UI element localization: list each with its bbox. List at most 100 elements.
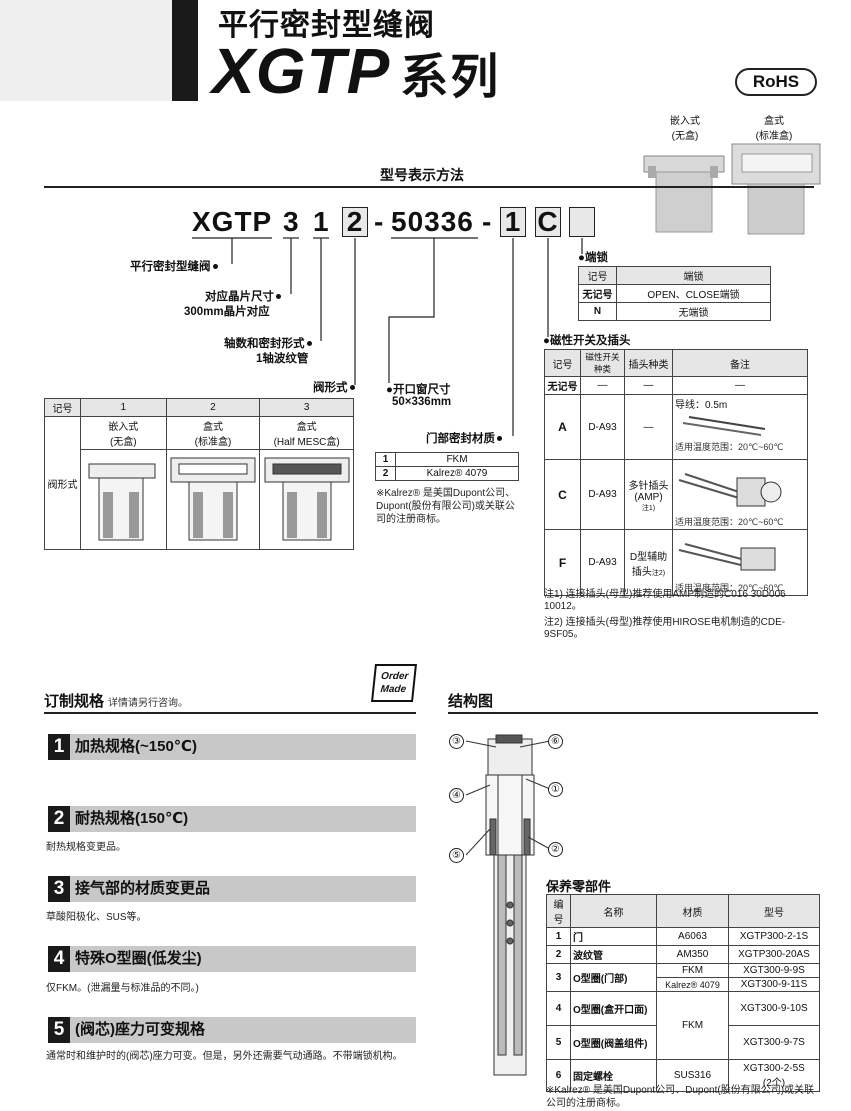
vf-drawing-2 bbox=[165, 449, 261, 550]
ms-plug-f: D型辅助插头注2) bbox=[624, 529, 673, 596]
vf-drawing-1 bbox=[80, 449, 167, 550]
valve-form-table: 记号 1 2 3 阀形式 嵌入式(无盒) 盒式(标准盒) 盒式(Half MES… bbox=[44, 398, 354, 550]
amp-connector-image bbox=[678, 473, 782, 507]
callout-5: ⑤ bbox=[449, 848, 464, 863]
ms-switch-none: — bbox=[580, 376, 625, 395]
callout-2: ② bbox=[548, 842, 563, 857]
callout-6: ⑥ bbox=[548, 734, 563, 749]
mag-switch-table: 记号 磁性开关种类 插头种类 备注 无记号 — — — A D-A93 — 导线… bbox=[544, 349, 808, 596]
product-label-box: 盒式(标准盒) bbox=[755, 116, 793, 142]
el-code-1: 无记号 bbox=[578, 284, 617, 303]
model-code-valve-form: 2 bbox=[342, 207, 368, 237]
model-code-dash-2: - bbox=[482, 206, 493, 237]
vf-drawing-3 bbox=[259, 449, 354, 550]
ms-code-a: A bbox=[544, 394, 581, 460]
ms-plug-none: — bbox=[624, 376, 673, 395]
el-desc-2: 无端锁 bbox=[616, 302, 771, 321]
label-axis-1: 轴数和密封形式 bbox=[224, 335, 312, 351]
vf-header-2: 2 bbox=[165, 398, 261, 417]
vf-item-3: 盒式(Half MESC盒) bbox=[259, 416, 354, 450]
callout-1: ① bbox=[548, 782, 563, 797]
custom-title: 订制规格详情请另行咨询。 bbox=[44, 693, 189, 710]
model-code-axis: 1 bbox=[313, 206, 330, 237]
parts-header-model: 型号 bbox=[728, 894, 820, 928]
page-title-cn: 平行密封型缝阀 bbox=[218, 9, 435, 42]
parts-header-name: 名称 bbox=[570, 894, 657, 928]
ms-header-note: 备注 bbox=[672, 349, 808, 377]
label-door-seal: 门部密封材质 bbox=[426, 430, 502, 446]
ms-code-c: C bbox=[544, 459, 581, 530]
label-valve-form: 阀形式 bbox=[313, 379, 355, 395]
model-code-door-seal: 1 bbox=[500, 207, 526, 237]
parts-note: ※Kalrez® 是美国Dupont公司、Dupont(股份有限公司)或关联公司… bbox=[546, 1085, 815, 1109]
label-mag-switch: ●磁性开关及插头 bbox=[543, 335, 631, 347]
structure-title: 结构图 bbox=[448, 693, 494, 710]
label-size-1: 对应晶片尺寸 bbox=[205, 288, 281, 304]
ms-header-switch: 磁性开关种类 bbox=[580, 349, 625, 377]
product-image-inline bbox=[643, 155, 725, 233]
parts-header-no: 编号 bbox=[546, 894, 571, 928]
ms-switch-c: D-A93 bbox=[580, 459, 625, 530]
structure-section-line bbox=[448, 712, 818, 714]
custom-item-5-desc: 通常时和维护时的(阀芯)座力可变。但是，另外还需要气动通路。不带端锁机构。 bbox=[46, 1051, 403, 1062]
ms-note-c: 适用温度范围：20℃~60℃ bbox=[672, 459, 808, 530]
model-code-dash-1: - bbox=[374, 206, 385, 237]
model-code-opening: 50336 bbox=[391, 206, 474, 237]
model-code-end-lock-box bbox=[569, 207, 595, 237]
callout-4: ④ bbox=[449, 788, 464, 803]
label-size-2: 300mm晶片对应 bbox=[184, 306, 270, 318]
ms-switch-a: D-A93 bbox=[580, 394, 625, 460]
ms-header-code: 记号 bbox=[544, 349, 581, 377]
ds-mat-2: Kalrez® 4079 bbox=[395, 466, 519, 481]
ms-code-f: F bbox=[544, 529, 581, 596]
label-opening-1: ●开口窗尺寸 bbox=[386, 384, 451, 396]
header-bar bbox=[172, 0, 198, 101]
header-band bbox=[0, 0, 172, 101]
ds-code-2: 2 bbox=[375, 466, 396, 481]
ds-mat-1: FKM bbox=[395, 452, 519, 467]
switch-lead-image bbox=[682, 416, 766, 436]
vf-item-2: 盒式(标准盒) bbox=[165, 416, 261, 450]
ms-switch-f: D-A93 bbox=[580, 529, 625, 596]
callout-3: ③ bbox=[449, 734, 464, 749]
model-code-mag-switch: C bbox=[535, 207, 561, 237]
ms-header-plug: 插头种类 bbox=[624, 349, 673, 377]
ms-code-none: 无记号 bbox=[544, 376, 581, 395]
custom-section-line bbox=[44, 712, 416, 714]
el-desc-1: OPEN、CLOSE端锁 bbox=[616, 284, 771, 303]
model-section-line bbox=[44, 186, 814, 188]
vf-header-code: 记号 bbox=[44, 398, 81, 417]
vf-row-label: 阀形式 bbox=[44, 416, 81, 550]
custom-item-3-desc: 草酸阳极化、SUS等。 bbox=[46, 912, 147, 923]
vf-header-1: 1 bbox=[80, 398, 167, 417]
ms-plug-a: — bbox=[624, 394, 673, 460]
model-code-prefix: XGTP bbox=[192, 206, 273, 237]
door-seal-note: ※Kalrez® 是美国Dupont公司、Dupont(股份有限公司)或关联公司… bbox=[376, 488, 516, 525]
parts-title: 保养零部件 bbox=[546, 879, 612, 894]
model-section-title: 型号表示方法 bbox=[380, 167, 464, 183]
model-code-size: 3 bbox=[283, 206, 300, 237]
el-header-name: 端锁 bbox=[616, 266, 771, 285]
label-valve: 平行密封型缝阀 bbox=[130, 258, 218, 274]
product-label-inline: 嵌入式(无盒) bbox=[670, 116, 700, 142]
vf-item-1: 嵌入式(无盒) bbox=[80, 416, 167, 450]
vf-header-3: 3 bbox=[259, 398, 354, 417]
ms-note-a: 导线：0.5m 适用温度范围：20℃~60℃ bbox=[672, 394, 808, 460]
rohs-badge: RoHS bbox=[735, 68, 817, 96]
label-opening-2: 50×336mm bbox=[392, 396, 452, 408]
ms-note-none: — bbox=[672, 376, 808, 395]
model-leader-lines bbox=[192, 237, 583, 436]
label-end-lock: ●端锁 bbox=[578, 252, 608, 264]
